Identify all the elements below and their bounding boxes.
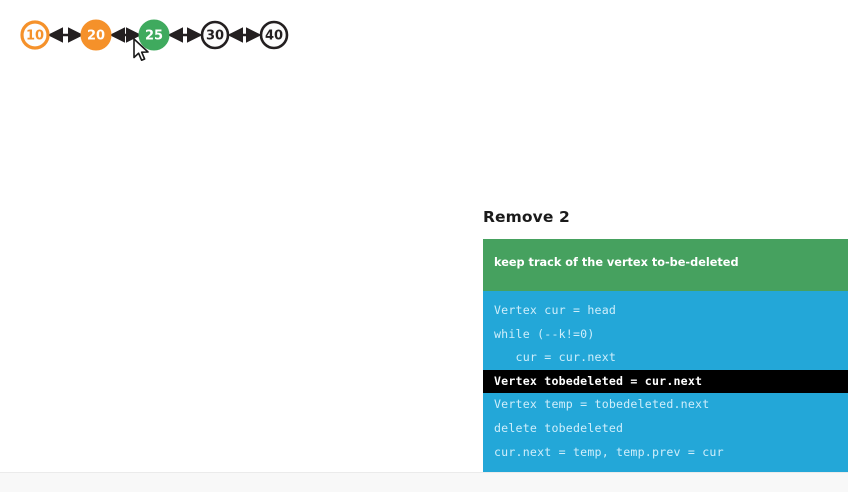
visualization-canvas[interactable]: 10 20 25 30 40 — [0, 0, 848, 472]
code-line[interactable]: Vertex cur = head — [494, 303, 617, 317]
node-value-label: 30 — [206, 29, 224, 44]
node-value-label: 10 — [26, 29, 44, 44]
code-line[interactable]: Vertex temp = tobedeleted.next — [494, 397, 710, 412]
code-line-active[interactable]: Vertex tobedeleted = cur.next — [483, 369, 848, 394]
node-shape[interactable] — [259, 20, 289, 50]
footer-bar — [0, 472, 848, 492]
list-node-10[interactable]: 10 — [20, 20, 50, 50]
list-node-20[interactable]: 20 — [80, 19, 112, 51]
status-message: keep track of the vertex to-be-deleted — [494, 256, 739, 269]
node-value-label: 25 — [145, 29, 163, 44]
list-node-40[interactable]: 40 — [259, 20, 289, 50]
page-title-text: Remove 2 — [483, 208, 570, 226]
status-banner: keep track of the vertex to-be-deleted — [483, 239, 848, 291]
node-value-label: 40 — [265, 29, 283, 44]
code-line[interactable]: cur.next = temp, temp.prev = cur — [494, 444, 724, 459]
page-title: Remove 2 — [483, 208, 831, 226]
code-line[interactable]: while (--k!=0) — [494, 326, 595, 341]
code-line[interactable]: cur = cur.next — [494, 350, 617, 365]
pseudocode-block[interactable]: Vertex cur = head while (--k!=0) cur = c… — [483, 291, 848, 479]
node-shape[interactable] — [80, 19, 112, 51]
node-shape[interactable] — [20, 20, 50, 50]
code-line[interactable]: delete tobedeleted — [494, 420, 624, 435]
list-node-30[interactable]: 30 — [200, 20, 230, 50]
list-node-25[interactable]: 25 — [138, 19, 170, 51]
node-value-label: 20 — [87, 29, 105, 44]
explanation-panel: Remove 2 keep track of the vertex to-be-… — [483, 208, 848, 479]
node-shape[interactable] — [200, 20, 230, 50]
